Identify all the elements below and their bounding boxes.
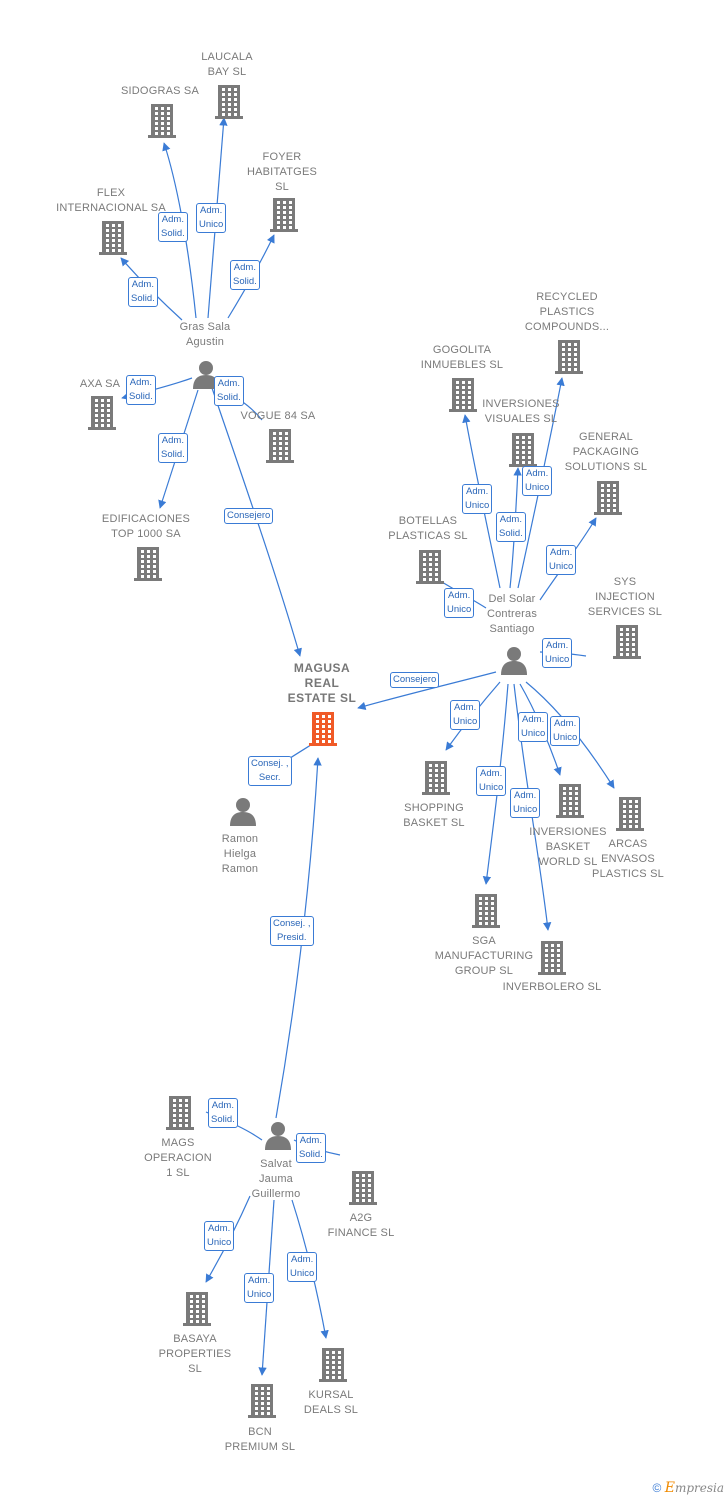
- node-label-bcn[interactable]: BCN PREMIUM SL: [224, 1426, 296, 1453]
- edge-label[interactable]: Consejero: [224, 508, 274, 524]
- building-icon[interactable]: [615, 795, 645, 836]
- edge-label[interactable]: Adm. Unico: [522, 466, 553, 496]
- building-icon[interactable]: [98, 219, 128, 260]
- node-label-ramon[interactable]: Ramon Hielga Ramon: [221, 833, 259, 875]
- building-icon[interactable]: [318, 1346, 348, 1387]
- node-label-kursal[interactable]: KURSAL DEALS SL: [303, 1389, 359, 1416]
- node-label-arcas[interactable]: ARCAS ENVASOS PLASTICS SL: [592, 838, 664, 880]
- edge-label[interactable]: Adm. Solid.: [208, 1098, 238, 1128]
- edge-label[interactable]: Adm. Solid.: [158, 212, 188, 242]
- building-icon[interactable]: [593, 479, 623, 520]
- building-icon[interactable]: [555, 782, 585, 823]
- building-icon[interactable]: [182, 1290, 212, 1331]
- edge-label[interactable]: Adm. Unico: [518, 712, 549, 742]
- edge-label[interactable]: Consej. , Secr.: [248, 756, 292, 786]
- edge-label[interactable]: Adm. Unico: [462, 484, 493, 514]
- edge-label[interactable]: Consejero: [390, 672, 440, 688]
- node-label-inverbolero[interactable]: INVERBOLERO SL: [502, 981, 602, 993]
- node-label-general[interactable]: GENERAL PACKAGING SOLUTIONS SL: [564, 431, 648, 473]
- node-label-edificaciones[interactable]: EDIFICACIONES TOP 1000 SA: [101, 513, 191, 540]
- edge-label[interactable]: Adm. Unico: [476, 766, 507, 796]
- building-icon[interactable]: [348, 1169, 378, 1210]
- node-label-basaya[interactable]: BASAYA PROPERTIES SL: [158, 1333, 232, 1375]
- edge-label[interactable]: Adm. Solid.: [296, 1133, 326, 1163]
- edge-label[interactable]: Adm. Unico: [450, 700, 481, 730]
- edge-delsolar-magusa: [357, 671, 497, 710]
- node-label-gras[interactable]: Gras Sala Agustin: [179, 321, 231, 348]
- building-icon[interactable]: [247, 1382, 277, 1423]
- edge-label[interactable]: Adm. Solid.: [496, 512, 526, 542]
- building-icon[interactable]: [415, 548, 445, 589]
- building-icon[interactable]: [537, 939, 567, 980]
- building-icon[interactable]: [554, 338, 584, 379]
- node-label-botellas[interactable]: BOTELLAS PLASTICAS SL: [388, 515, 468, 542]
- edge-label[interactable]: Consej. , Presid.: [270, 916, 314, 946]
- building-icon[interactable]: [421, 759, 451, 800]
- edge-label[interactable]: Adm. Unico: [550, 716, 581, 746]
- node-label-gogolita[interactable]: GOGOLITA INMUEBLES SL: [420, 344, 504, 371]
- copyright-symbol: ©: [652, 1481, 662, 1495]
- node-label-flex[interactable]: FLEX INTERNACIONAL SA: [56, 187, 166, 214]
- node-label-sidogras[interactable]: SIDOGRAS SA: [121, 85, 199, 97]
- edge-label[interactable]: Adm. Solid.: [230, 260, 260, 290]
- node-label-shopping[interactable]: SHOPPING BASKET SL: [403, 802, 465, 829]
- node-label-invbasket[interactable]: INVERSIONES BASKET WORLD SL: [529, 826, 607, 868]
- person-icon[interactable]: [191, 359, 221, 394]
- building-icon[interactable]: [265, 427, 295, 468]
- node-label-laucala[interactable]: LAUCALA BAY SL: [201, 51, 253, 78]
- footer-brand[interactable]: © Empresia: [653, 1480, 724, 1496]
- building-icon[interactable]: [612, 623, 642, 664]
- edge-label[interactable]: Adm. Unico: [244, 1273, 275, 1303]
- highlighted-building-icon[interactable]: [308, 710, 338, 751]
- node-label-vogue[interactable]: VOGUE 84 SA: [240, 410, 316, 422]
- person-icon[interactable]: [263, 1120, 293, 1155]
- edge-label[interactable]: Adm. Unico: [510, 788, 541, 818]
- edge-label[interactable]: Adm. Unico: [546, 545, 577, 575]
- edge-label[interactable]: Adm. Unico: [444, 588, 475, 618]
- building-icon[interactable]: [165, 1094, 195, 1135]
- person-icon[interactable]: [228, 796, 258, 831]
- node-label-salvat[interactable]: Salvat Jauma Guillermo: [251, 1158, 301, 1200]
- node-label-invvisuales[interactable]: INVERSIONES VISUALES SL: [482, 398, 560, 425]
- node-label-sga[interactable]: SGA MANUFACTURING GROUP SL: [434, 935, 534, 977]
- node-label-mags[interactable]: MAGS OPERACION 1 SL: [144, 1137, 212, 1179]
- node-label-axa[interactable]: AXA SA: [79, 378, 121, 390]
- edge-label[interactable]: Adm. Unico: [204, 1221, 235, 1251]
- edge-label[interactable]: Adm. Unico: [542, 638, 573, 668]
- edge-label[interactable]: Adm. Solid.: [126, 375, 156, 405]
- building-icon[interactable]: [147, 102, 177, 143]
- building-icon[interactable]: [471, 892, 501, 933]
- building-icon[interactable]: [448, 376, 478, 417]
- edge-label[interactable]: Adm. Solid.: [128, 277, 158, 307]
- node-label-delsolar[interactable]: Del Solar Contreras Santiago: [486, 593, 538, 635]
- edge-label[interactable]: Adm. Solid.: [158, 433, 188, 463]
- node-label-magusa[interactable]: MAGUSA REAL ESTATE SL: [287, 661, 357, 705]
- building-icon[interactable]: [269, 196, 299, 237]
- node-label-sys[interactable]: SYS INJECTION SERVICES SL: [587, 576, 663, 618]
- building-icon[interactable]: [87, 394, 117, 435]
- node-label-foyer[interactable]: FOYER HABITATGES SL: [246, 151, 318, 193]
- building-icon[interactable]: [214, 83, 244, 124]
- node-label-recycled[interactable]: RECYCLED PLASTICS COMPOUNDS...: [524, 291, 610, 333]
- empresia-logo: Empresia: [664, 1480, 724, 1496]
- node-label-a2g[interactable]: A2G FINANCE SL: [327, 1212, 395, 1239]
- edge-label[interactable]: Adm. Unico: [196, 203, 227, 233]
- edge-label[interactable]: Adm. Unico: [287, 1252, 318, 1282]
- building-icon[interactable]: [508, 431, 538, 472]
- person-icon[interactable]: [499, 645, 529, 680]
- building-icon[interactable]: [133, 545, 163, 586]
- edge-label[interactable]: Adm. Solid.: [214, 376, 244, 406]
